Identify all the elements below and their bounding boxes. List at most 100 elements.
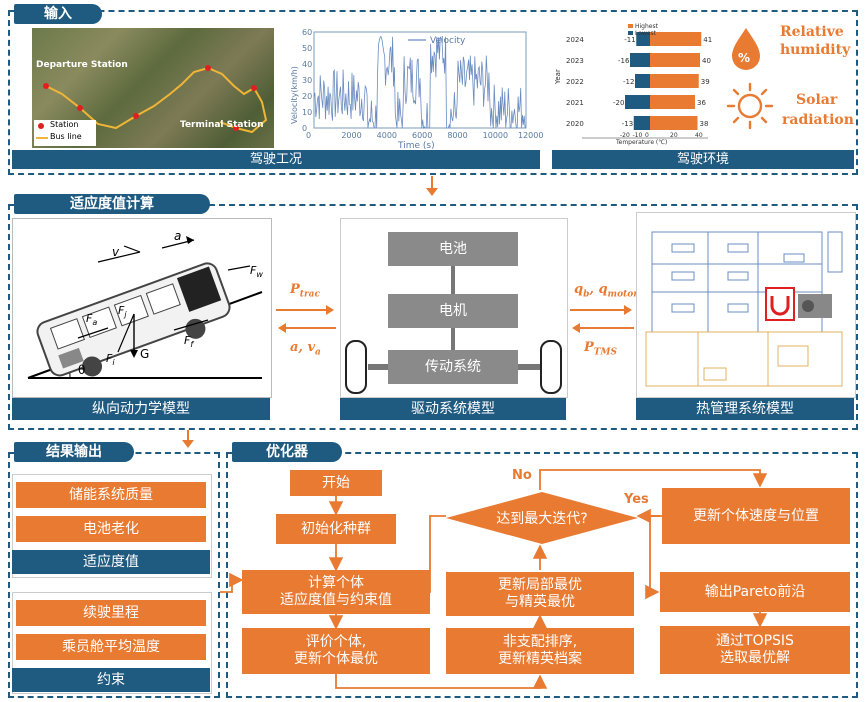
temp-low-value: -13	[622, 120, 633, 128]
temp-bar-lowest	[630, 53, 650, 67]
temp-year-label: 2021	[566, 99, 584, 107]
fitness-section-frame	[8, 204, 858, 430]
temp-legend-low: Lowest	[635, 30, 657, 37]
temp-bar-lowest	[633, 116, 650, 130]
force-v: v	[112, 245, 120, 259]
battery-block: 电池	[388, 232, 518, 266]
legend-line-label: Bus line	[50, 132, 82, 141]
velocity-ytick: 50	[302, 44, 312, 53]
opt-pareto: 输出Pareto前沿	[660, 572, 850, 612]
velocity-ytick: 10	[302, 108, 312, 117]
map-departure-label: Departure Station	[36, 60, 128, 70]
longitudinal-caption: 纵向动力学模型	[12, 398, 270, 420]
arrow-input-to-fitness	[426, 176, 438, 196]
result-cabin-temp: 乘员舱平均温度	[16, 634, 206, 660]
opt-local-line2: 与精英最优	[505, 594, 575, 610]
force-fw-main: F	[250, 264, 257, 277]
route-map: Departure Station Terminal Station Stati…	[32, 28, 274, 148]
temp-legend-high: Highest	[635, 23, 659, 30]
temp-bar-highest	[650, 32, 702, 46]
force-fi: Fi	[106, 352, 115, 367]
force-fw-sub: w	[256, 270, 263, 279]
temp-high-value: 40	[702, 57, 711, 65]
force-fj-sub: j	[123, 310, 127, 319]
solar-label-2: radiation	[782, 112, 854, 128]
ava-main: a, v	[290, 340, 316, 355]
constraint-label: 约束	[12, 668, 210, 692]
thermal-schematic	[645, 231, 843, 387]
opt-update-vel: 更新个体速度与位置	[662, 488, 850, 544]
humidity-label-1: Relative	[780, 24, 844, 40]
opt-init: 初始化种群	[276, 514, 396, 544]
fitness-section-header: 适应度值计算	[14, 194, 210, 214]
velocity-xtick: 10000	[483, 131, 508, 140]
ava-label: a, va	[290, 340, 321, 358]
force-fi-sub: i	[112, 358, 115, 367]
axle-right	[518, 364, 540, 370]
motor-block: 电机	[388, 294, 518, 328]
bus-diagram: v a Fw Fa Fj Ff Fi G θ	[27, 229, 263, 379]
temp-year-label: 2023	[566, 57, 584, 65]
result-section-header: 结果输出	[14, 442, 134, 462]
optimizer-section-frame	[226, 452, 858, 698]
temp-bar-lowest	[635, 74, 650, 88]
force-ff: Ff	[184, 334, 194, 349]
temp-xtick: 40	[695, 132, 703, 139]
velocity-xtick: 0	[306, 131, 311, 140]
ptms-main: P	[584, 340, 594, 355]
velocity-ytick: 0	[302, 124, 307, 133]
opt-calc-line2: 适应度值与约束值	[280, 592, 392, 608]
velocity-xtick: 6000	[412, 131, 432, 140]
input-section-frame	[8, 10, 858, 175]
transmission-block: 传动系统	[388, 350, 518, 384]
result-range: 续驶里程	[16, 600, 206, 626]
wheel-right	[540, 340, 562, 394]
temp-bar-highest	[650, 53, 700, 67]
qmotor-sep: , q	[589, 282, 608, 297]
arrow-ava	[278, 323, 336, 333]
opt-topsis: 通过TOPSIS 选取最优解	[660, 626, 850, 674]
opt-topsis-line1: 通过TOPSIS	[716, 633, 794, 649]
force-fi-main: F	[106, 352, 113, 365]
input-section-header: 输入	[14, 4, 102, 24]
arrow-qb	[570, 305, 632, 315]
svg-text:%: %	[738, 51, 750, 65]
temp-xtick: -10	[633, 132, 643, 139]
opt-yes-label: Yes	[624, 492, 649, 507]
velocity-ylabel: Velocity(km/h)	[290, 66, 299, 124]
velocity-ytick: 20	[302, 92, 312, 101]
temp-bar-highest	[650, 74, 699, 88]
temp-bar-lowest	[625, 95, 650, 109]
opt-topsis-line2: 选取最优解	[720, 650, 790, 666]
force-fa-sub: a	[92, 318, 97, 327]
force-fa: Fa	[86, 312, 97, 327]
qb-qmotor-label: qb, qmotor	[574, 282, 638, 300]
arrow-fitness-to-result	[182, 430, 194, 448]
temp-ylabel: Year	[554, 69, 562, 85]
opt-calc-line1: 计算个体	[308, 575, 364, 591]
map-terminal-label: Terminal Station	[180, 120, 264, 130]
temp-year-label: 2024	[566, 36, 584, 44]
opt-nondom-line2: 更新精英档案	[498, 651, 582, 667]
velocity-xtick: 8000	[447, 131, 467, 140]
force-a: a	[174, 229, 181, 243]
qb-main: q	[574, 282, 584, 297]
driving-env-caption: 驾驶环境	[552, 150, 854, 169]
drive-caption: 驱动系统模型	[340, 398, 566, 420]
temp-low-value: -11	[624, 36, 635, 44]
humidity-label-2: humidity	[780, 42, 851, 58]
velocity-ytick: 30	[302, 76, 312, 85]
optimizer-section-header: 优化器	[232, 442, 342, 462]
velocity-ytick: 40	[302, 60, 312, 69]
velocity-ytick: 60	[302, 28, 312, 37]
temp-high-value: 38	[700, 120, 709, 128]
temp-low-value: -20	[613, 99, 624, 107]
wheel-left	[345, 340, 367, 394]
temp-xtick: -20	[620, 132, 630, 139]
force-fj: Fj	[118, 304, 127, 319]
opt-local: 更新局部最优 与精英最优	[446, 572, 634, 616]
velocity-legend: Velocity	[430, 36, 466, 46]
temp-high-value: 36	[697, 99, 706, 107]
